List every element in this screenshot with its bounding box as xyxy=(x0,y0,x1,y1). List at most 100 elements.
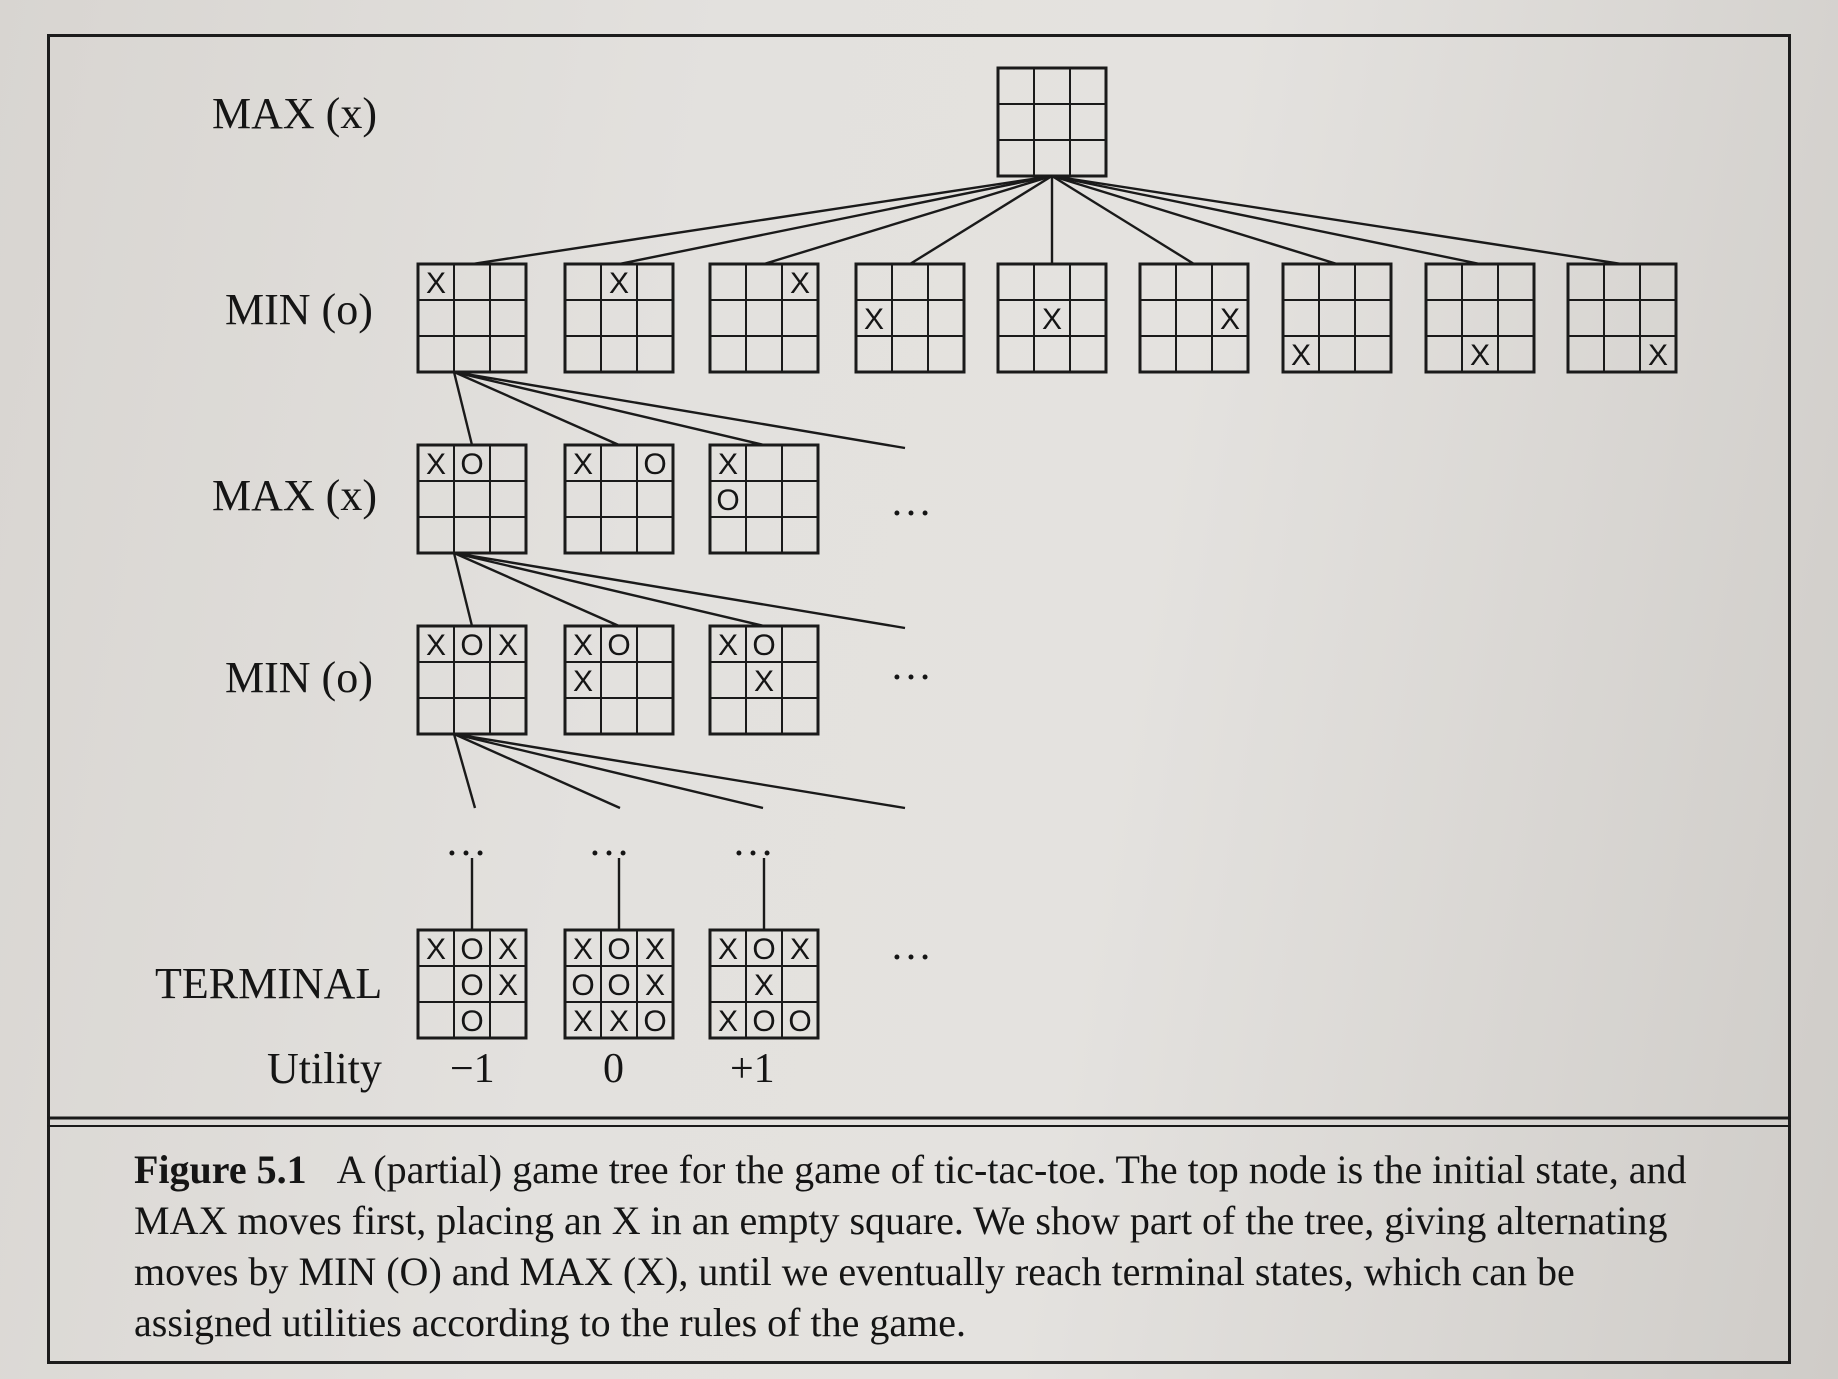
figure-number: Figure 5.1 xyxy=(134,1147,307,1192)
caption-text: ( xyxy=(376,1249,400,1294)
board-mark: X xyxy=(754,665,774,698)
board-mark: X xyxy=(573,629,593,662)
board-mark: O xyxy=(643,1005,666,1038)
board-mark: X xyxy=(573,665,593,698)
board-outline xyxy=(854,262,966,374)
board-mark: X xyxy=(790,933,810,966)
board-mark: X xyxy=(1220,303,1240,336)
board-mark: O xyxy=(752,1005,775,1038)
tree-edge xyxy=(471,174,1053,266)
board-mark: O xyxy=(460,969,483,1002)
board-mark: X xyxy=(573,933,593,966)
board-mark: X xyxy=(609,267,629,300)
tree-edge xyxy=(453,551,906,630)
caption-text: X xyxy=(611,1198,641,1243)
board-mark: O xyxy=(607,933,630,966)
ellipsis-min-row-2: … xyxy=(890,643,934,689)
board-outline xyxy=(1281,262,1393,374)
board-mark: X xyxy=(498,969,518,1002)
board-mark: O xyxy=(460,448,483,481)
tree-edge xyxy=(453,551,765,628)
board-mark: X xyxy=(1042,303,1062,336)
board-mark: X xyxy=(498,933,518,966)
board-mark: X xyxy=(718,1005,738,1038)
utility-value: −1 xyxy=(450,1046,495,1092)
tree-edge xyxy=(452,371,474,446)
board-mark: X xyxy=(718,448,738,481)
level-label-terminal: TERMINAL xyxy=(155,959,383,1008)
board-mark: X xyxy=(718,629,738,662)
board-mark: X xyxy=(498,629,518,662)
figure-caption: Figure 5.1 A (partial) game tree for the … xyxy=(134,1144,1714,1348)
board-mark: X xyxy=(718,933,738,966)
board-mark: X xyxy=(645,933,665,966)
board-outline xyxy=(708,262,820,374)
tree-edge xyxy=(1051,174,1481,266)
board-mark: X xyxy=(426,629,446,662)
board-outline xyxy=(563,443,675,555)
board-mark: X xyxy=(754,969,774,1002)
board-outline xyxy=(563,928,675,1040)
tree-edge xyxy=(453,370,906,450)
board-mark: X xyxy=(1648,339,1668,372)
board-mark: X xyxy=(1470,339,1490,372)
level-label-max-2: MAX (x) xyxy=(212,471,377,520)
board-mark: O xyxy=(607,969,630,1002)
board-outline xyxy=(563,262,675,374)
tree-edge xyxy=(763,174,1053,266)
tree-edge xyxy=(618,174,1053,266)
board-mark: O xyxy=(460,933,483,966)
board-outline xyxy=(708,928,820,1040)
board-mark: O xyxy=(716,484,739,517)
caption-text: MAX xyxy=(134,1198,228,1243)
board-outline xyxy=(1424,262,1536,374)
tree-edge xyxy=(453,732,764,810)
board-outline xyxy=(1566,262,1678,374)
tree-edge xyxy=(452,733,477,809)
ellipsis-path-1: … xyxy=(445,819,489,865)
board-mark: X xyxy=(790,267,810,300)
board-mark: X xyxy=(1291,339,1311,372)
utility-value: 0 xyxy=(603,1046,624,1092)
board-outline xyxy=(996,262,1108,374)
board-mark: O xyxy=(460,629,483,662)
level-label-min-2: MIN (o) xyxy=(225,653,373,702)
board-mark: X xyxy=(609,1005,629,1038)
caption-text: ) and xyxy=(428,1249,520,1294)
board-outline xyxy=(708,443,820,555)
board-outline xyxy=(416,262,528,374)
board-outline xyxy=(416,443,528,555)
board-outline xyxy=(563,624,675,736)
caption-text: MIN xyxy=(298,1249,377,1294)
board-mark: X xyxy=(864,303,884,336)
caption-text: A (partial) game tree for the game of ti… xyxy=(336,1147,1687,1192)
tree-edge xyxy=(1051,174,1338,266)
board-mark: X xyxy=(426,267,446,300)
board-mark: X xyxy=(573,1005,593,1038)
caption-text: ( xyxy=(612,1249,637,1294)
tree-edge xyxy=(453,370,620,447)
caption-text: O xyxy=(399,1249,429,1294)
board-outline xyxy=(1138,262,1250,374)
tree-edge xyxy=(1051,174,1195,266)
board-mark: O xyxy=(643,448,666,481)
board-mark: O xyxy=(752,629,775,662)
level-label-min-1: MIN (o) xyxy=(225,285,373,334)
caption-text: in an empty square. We show part of the … xyxy=(134,1198,1668,1294)
board-mark: X xyxy=(426,933,446,966)
board-mark: O xyxy=(788,1005,811,1038)
caption-text: ), until we eventually reach terminal st… xyxy=(134,1249,1575,1345)
caption-text: MAX xyxy=(519,1249,613,1294)
level-label-max-root: MAX (x) xyxy=(212,89,377,138)
board-mark: X xyxy=(645,969,665,1002)
ellipsis-terminal-row: … xyxy=(890,923,934,969)
board-outline xyxy=(416,928,528,1040)
ellipsis-path-2: … xyxy=(588,819,632,865)
utility-value: +1 xyxy=(730,1046,775,1092)
board-mark: O xyxy=(460,1005,483,1038)
caption-text: X xyxy=(636,1249,666,1294)
tree-edge xyxy=(452,552,474,627)
tree-edge xyxy=(909,174,1053,266)
tree-edge xyxy=(453,732,906,810)
